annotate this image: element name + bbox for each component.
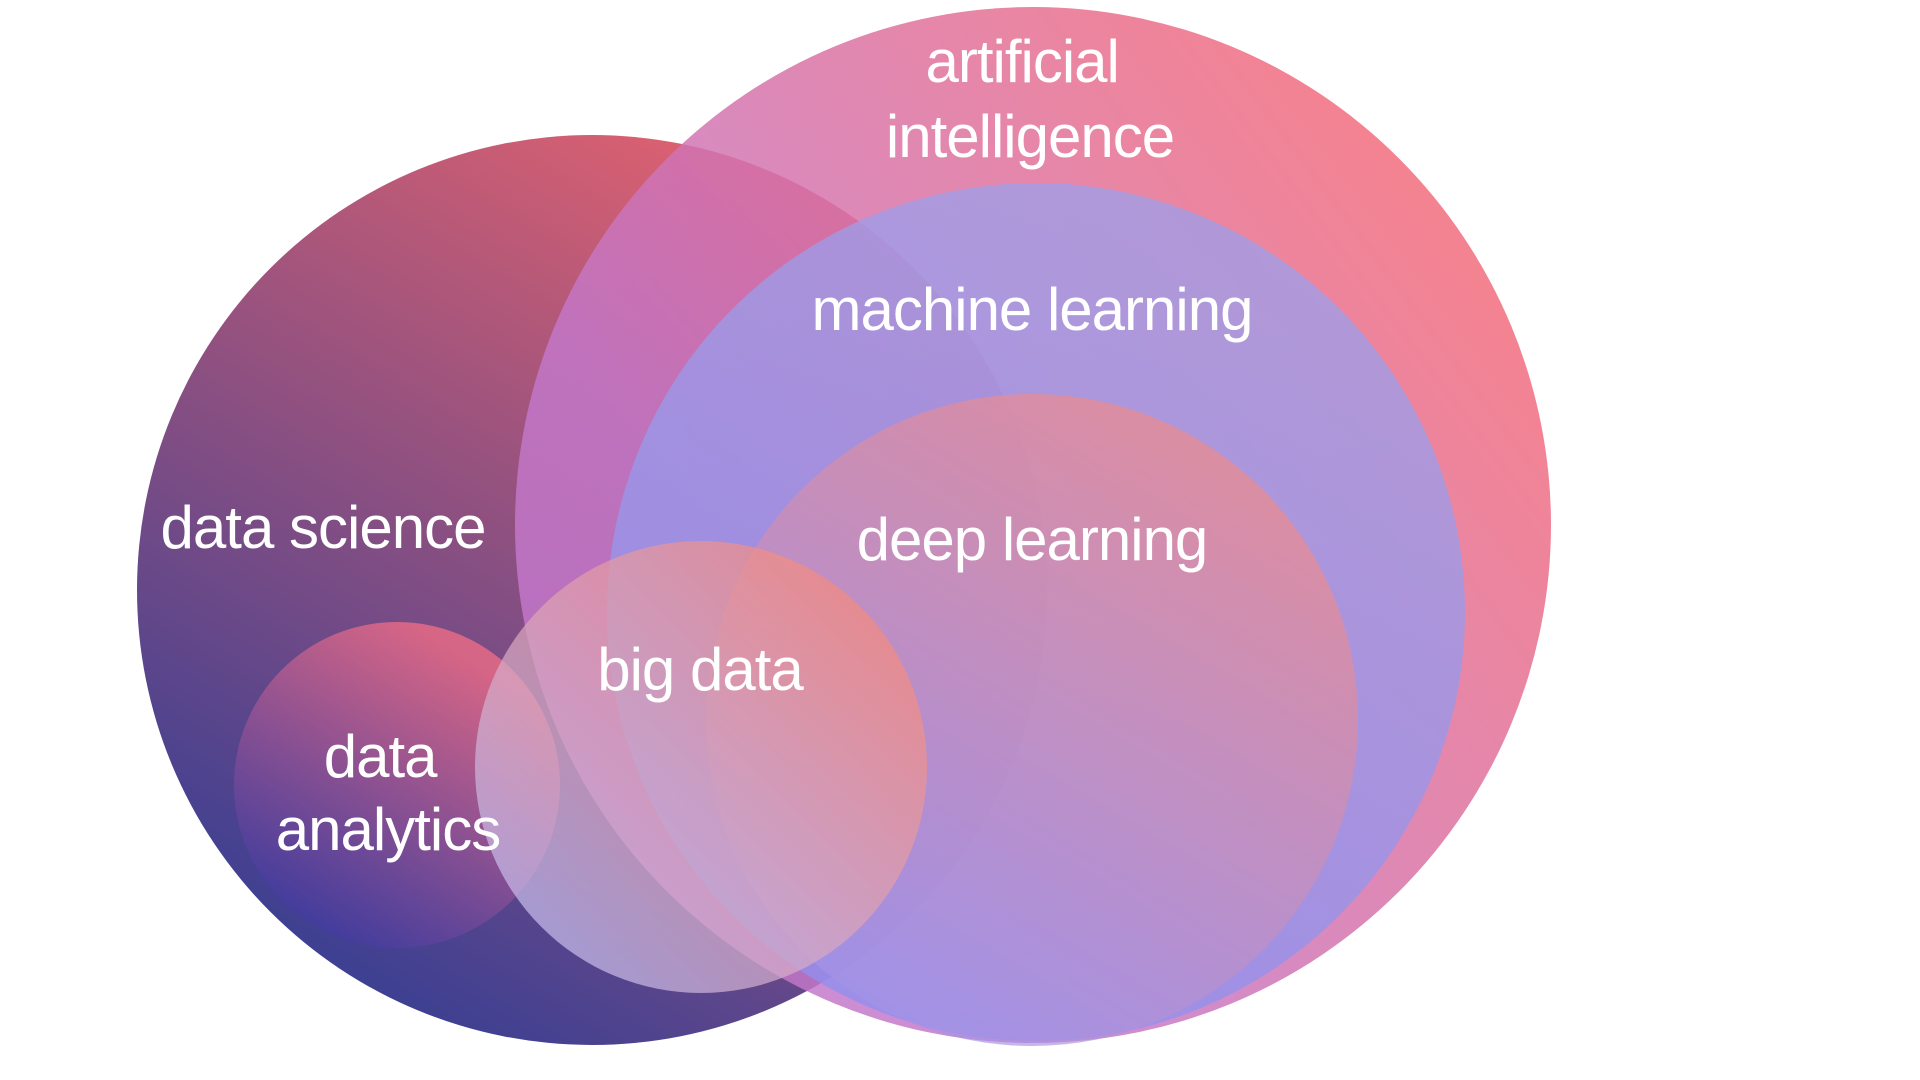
big-data-circle	[475, 541, 927, 993]
data-analytics-line-1: data	[324, 723, 438, 790]
data-analytics-line-2: analytics	[276, 796, 500, 863]
data-analytics-label: data analytics	[276, 723, 500, 863]
ai-label-line-1: artificial	[925, 28, 1118, 95]
ai-label-line-2: intelligence	[886, 103, 1174, 170]
machine-learning-label: machine learning	[812, 276, 1253, 343]
big-data-label: big data	[597, 636, 804, 703]
deep-learning-label: deep learning	[857, 506, 1208, 573]
artificial-intelligence-label: artificial intelligence	[886, 28, 1174, 170]
data-science-label: data science	[161, 494, 486, 561]
data-analytics-circle	[234, 622, 560, 948]
